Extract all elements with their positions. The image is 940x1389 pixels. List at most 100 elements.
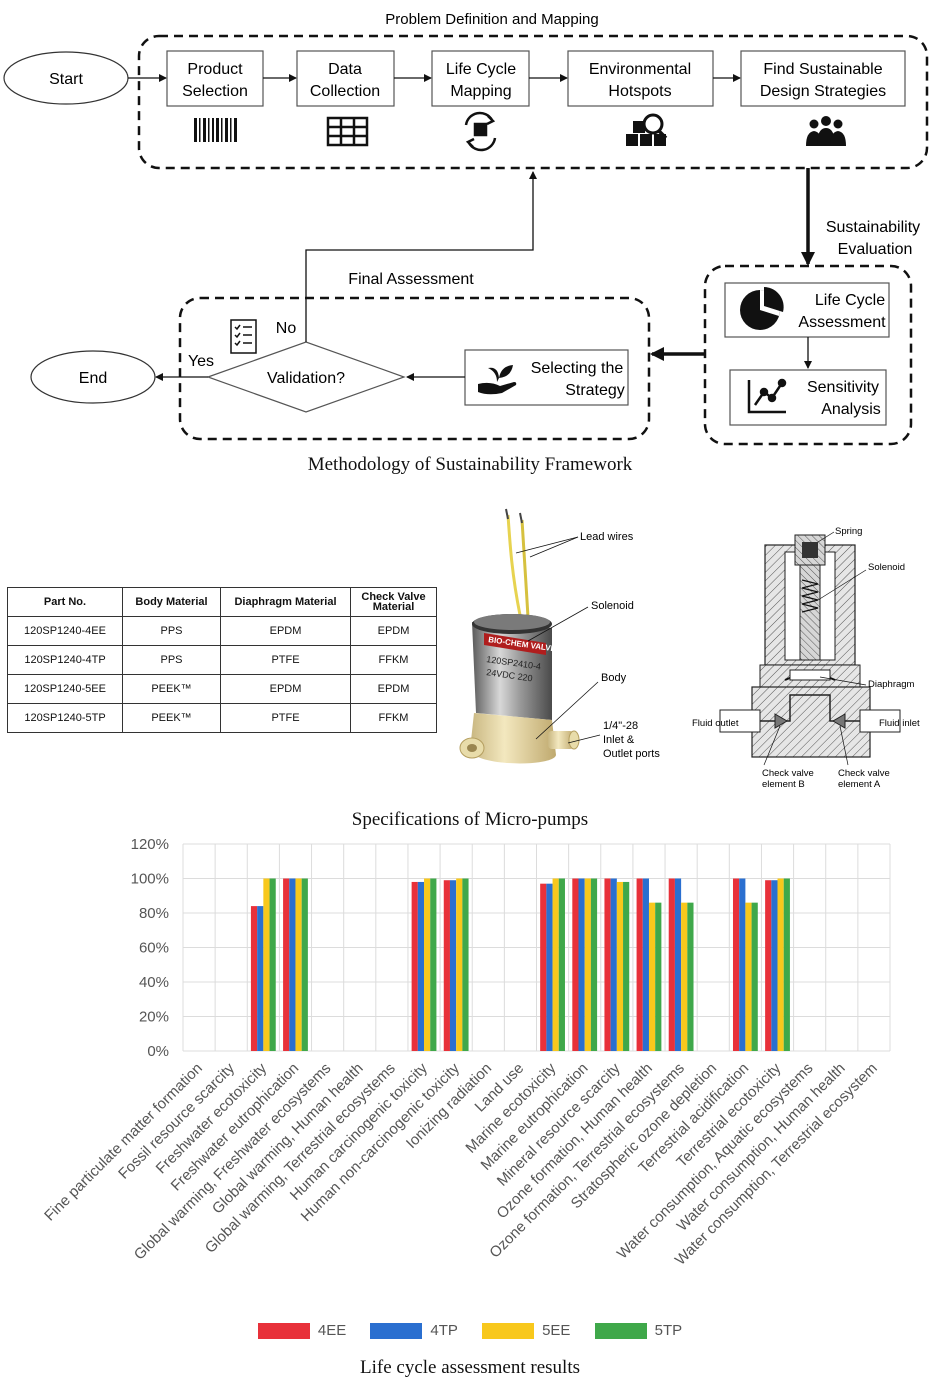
team-people-icon	[806, 116, 846, 146]
bar-5TP	[687, 902, 694, 1051]
check-valve-a-label-2: element A	[838, 779, 881, 790]
bar-5EE	[745, 902, 752, 1051]
spec-header-row: Part No. Body Material Diaphragm Materia…	[7, 587, 437, 617]
bar-4EE	[604, 878, 611, 1051]
barcode-icon	[194, 118, 237, 142]
step-environmental-hotspots: Environmental Hotspots	[567, 50, 714, 107]
bar-4EE	[540, 883, 547, 1051]
legend-swatch	[370, 1323, 423, 1340]
step-product-selection: Product Selection	[166, 50, 264, 107]
svg-text:Selection: Selection	[182, 83, 248, 100]
svg-text:Mapping: Mapping	[450, 83, 511, 100]
table-cell: 120SP1240-5EE	[7, 674, 123, 704]
bar-5EE	[552, 878, 559, 1051]
table-icon	[326, 116, 369, 147]
legend-item: 4EE	[257, 1322, 347, 1340]
bar-4TP	[578, 878, 585, 1051]
svg-text:Life Cycle: Life Cycle	[446, 61, 516, 78]
table-row: 120SP1240-4EE PPS EPDM EPDM	[7, 616, 437, 646]
legend-label: 5TP	[654, 1322, 683, 1339]
table-cell: PPS	[122, 616, 221, 646]
table-cell: PPS	[122, 645, 221, 675]
svg-text:Data: Data	[328, 61, 362, 78]
bar-4TP	[771, 880, 778, 1051]
bar-5EE	[777, 878, 784, 1051]
legend-item: 5EE	[482, 1322, 570, 1340]
svg-text:Environmental: Environmental	[589, 61, 691, 78]
svg-text:Sustainability: Sustainability	[826, 219, 920, 236]
legend-item: 5TP	[594, 1322, 683, 1340]
y-tick-label: 120%	[131, 836, 169, 853]
fluid-inlet-label: Fluid inlet	[879, 718, 920, 729]
svg-text:Analysis: Analysis	[821, 401, 881, 418]
fluid-outlet-label: Fluid outlet	[692, 718, 739, 729]
checklist-icon	[230, 319, 257, 354]
legend-label: 4EE	[317, 1322, 347, 1339]
final-assessment-group	[178, 296, 651, 441]
bar-4EE	[636, 878, 643, 1051]
specs-caption: Specifications of Micro-pumps	[351, 809, 589, 830]
check-valve-a-label-1: Check valve	[838, 768, 890, 779]
y-tick-label: 20%	[139, 1009, 169, 1026]
ports-label-1: 1/4"-28	[603, 720, 638, 732]
step-find-sustainable-strategies: Find Sustainable Design Strategies	[740, 50, 906, 107]
table-cell: PTFE	[220, 703, 351, 733]
svg-text:Sensitivity: Sensitivity	[807, 379, 879, 396]
bar-4TP	[257, 906, 264, 1051]
legend-swatch	[257, 1323, 310, 1340]
spring-label: Spring	[835, 526, 862, 537]
body-label: Body	[601, 672, 627, 684]
table-cell: 120SP1240-5TP	[7, 703, 123, 733]
solenoid-label: Solenoid	[591, 600, 634, 612]
svg-text:Strategy: Strategy	[565, 382, 625, 399]
bar-5TP	[783, 878, 790, 1051]
table-cell: 120SP1240-4TP	[7, 645, 123, 675]
spec-header: Check Valve Material	[350, 587, 437, 617]
bar-5EE	[681, 902, 688, 1051]
check-valve-b-label-1: Check valve	[762, 768, 814, 779]
svg-text:Product: Product	[187, 61, 243, 78]
table-cell: FFKM	[350, 703, 437, 733]
bar-5TP	[655, 902, 662, 1051]
step-selecting-strategy: Selecting the Strategy	[464, 349, 629, 406]
bar-5TP	[462, 878, 469, 1051]
svg-text:Life Cycle: Life Cycle	[815, 292, 885, 309]
svg-text:Validation?: Validation?	[267, 370, 345, 387]
bar-5EE	[584, 878, 591, 1051]
table-cell: 120SP1240-4EE	[7, 616, 123, 646]
table-cell: EPDM	[220, 616, 351, 646]
recycle-cycle-icon	[464, 111, 497, 152]
validation-decision: Validation?	[206, 341, 406, 413]
legend-label: 4TP	[430, 1322, 458, 1339]
svg-text:Selecting the: Selecting the	[531, 360, 624, 377]
yes-label: Yes	[188, 353, 214, 370]
bar-4EE	[668, 878, 675, 1051]
final-assessment-title: Final Assessment	[348, 271, 474, 288]
spec-table: Part No. Body Material Diaphragm Materia…	[7, 587, 437, 733]
spec-header: Body Material	[122, 587, 221, 617]
bar-4TP	[610, 878, 617, 1051]
problem-definition-group	[137, 34, 929, 170]
start-label: Start	[49, 71, 83, 88]
lead-wires-label: Lead wires	[580, 531, 634, 543]
pump-illustration: BIO-CHEM VALVE 120SP2410-4 24VDC 220 Lea…	[459, 508, 660, 764]
step-sensitivity-analysis: Sensitivity Analysis	[729, 369, 887, 426]
y-tick-label: 0%	[147, 1043, 169, 1060]
table-row: 120SP1240-5EE PEEK™ EPDM EPDM	[7, 674, 437, 704]
bar-5TP	[430, 878, 437, 1051]
bar-4EE	[283, 878, 290, 1051]
bar-4TP	[546, 883, 553, 1051]
chart-legend: 4EE 4TP 5EE 5TP	[0, 1322, 940, 1340]
hotspot-search-icon	[626, 113, 668, 146]
bar-4TP	[642, 878, 649, 1051]
y-tick-label: 80%	[139, 905, 169, 922]
bar-5EE	[616, 881, 624, 1051]
no-loop-arrow	[305, 171, 537, 342]
lca-bar-chart: 0%20%40%60%80%100%120%Fine particulate m…	[41, 836, 891, 1269]
bar-4EE	[411, 881, 418, 1051]
y-tick-label: 40%	[139, 974, 169, 991]
y-tick-label: 100%	[131, 871, 169, 888]
framework-diagram: Problem Definition and Mapping Start Pro…	[3, 11, 929, 446]
ports-label-3: Outlet ports	[603, 748, 660, 760]
table-cell: PEEK™	[122, 703, 221, 733]
